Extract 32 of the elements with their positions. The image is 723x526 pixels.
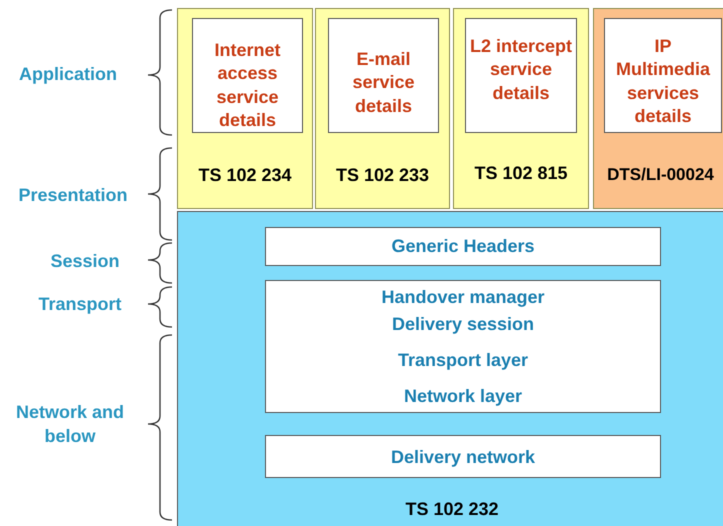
spec-panel xyxy=(177,8,313,209)
service-name: E-mail service details xyxy=(351,48,416,118)
layer-box xyxy=(265,435,661,478)
spec-panel xyxy=(593,8,723,209)
layer-box xyxy=(192,18,303,133)
spec-panel xyxy=(453,8,589,209)
spec-number: TS 102 233 xyxy=(334,164,430,187)
spec-panel xyxy=(315,8,450,209)
layer-name: Transport layer xyxy=(396,349,530,372)
service-name: Internet access service details xyxy=(213,39,282,132)
layer-label: Application xyxy=(18,63,118,86)
layer-name: Handover manager xyxy=(380,286,546,309)
spec-number: TS 102 232 xyxy=(404,498,500,521)
service-name: IP Multimedia services details xyxy=(614,35,712,128)
layer-name: Network layer xyxy=(402,385,524,408)
layer-box xyxy=(465,18,577,133)
spec-number: DTS/LI-00024 xyxy=(606,164,715,186)
layer-box xyxy=(265,227,661,266)
layer-box xyxy=(265,280,661,413)
layer-box xyxy=(604,18,722,133)
spec-number: TS 102 815 xyxy=(473,162,569,185)
layer-name: Delivery session xyxy=(390,313,536,336)
spec-number: TS 102 234 xyxy=(197,164,293,187)
layer-name: Delivery network xyxy=(390,446,536,469)
layer-name: Generic Headers xyxy=(390,235,536,258)
spec-panel xyxy=(177,211,723,526)
layer-label: Transport xyxy=(37,293,122,316)
layer-label: Presentation xyxy=(17,184,129,207)
service-name: L2 intercept service details xyxy=(468,35,574,105)
layer-label: Network and below xyxy=(14,401,126,448)
layer-label: Session xyxy=(49,250,121,273)
layer-box xyxy=(328,18,439,133)
